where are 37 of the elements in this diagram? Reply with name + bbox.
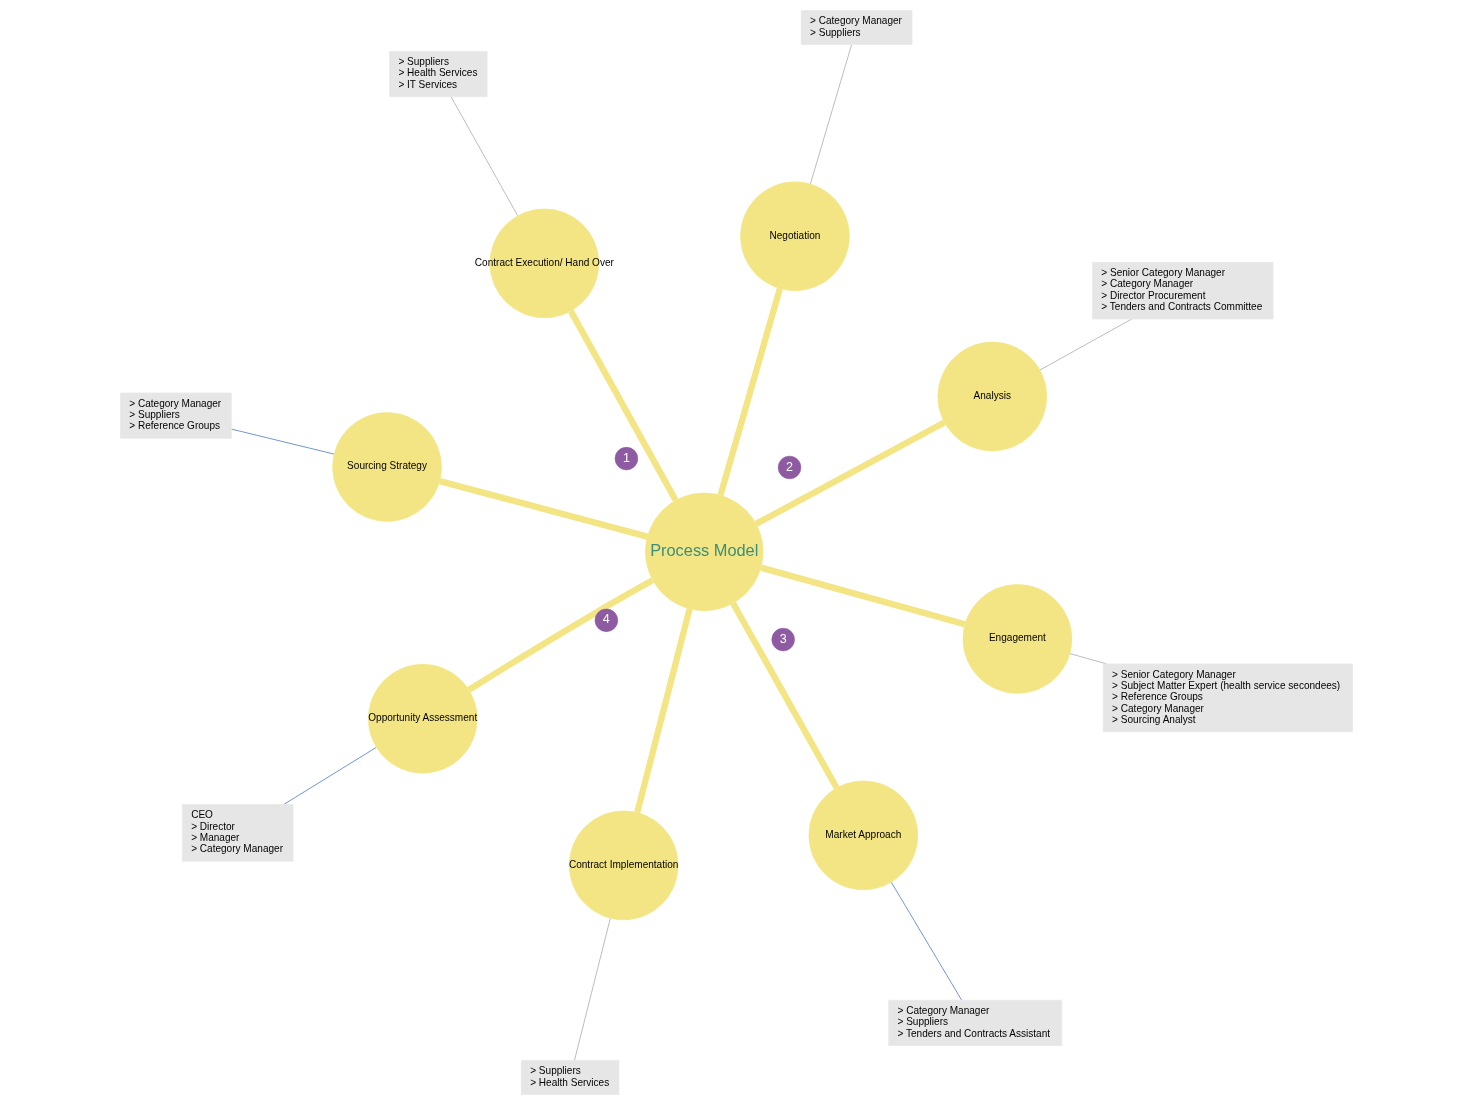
node-box: > Senior Category Manager > Category Manager > Director Procurement > Tenders and Contracts Committee — [1092, 262, 1274, 320]
node-box: > Category Manager > Suppliers — [800, 10, 913, 45]
connector — [283, 746, 377, 805]
node-label: Contract Execution/ Hand Over — [474, 256, 614, 268]
connector — [754, 419, 946, 527]
node-circle: Opportunity Assessment — [368, 663, 478, 774]
node-circle: Engagement — [962, 584, 1073, 694]
connector — [231, 428, 335, 455]
node-box: > Senior Category Manager > Subject Matter Expert (health service secondees) > Reference Groups > Category Manager > Sourcing Analyst — [1102, 663, 1353, 733]
node-box: > Suppliers > Health Services > IT Services — [389, 51, 488, 97]
node-circle: Process Model — [645, 492, 764, 611]
node-box: CEO > Director > Manager > Category Manager — [182, 804, 294, 862]
node-circle: Negotiation — [740, 181, 850, 291]
node-box: > Category Manager > Suppliers > Tenders and Contracts Assistant — [888, 999, 1063, 1046]
node-circle: Analysis — [937, 341, 1048, 452]
connector — [730, 601, 840, 790]
label: 1 — [622, 450, 630, 465]
node-circle: Market Approach — [808, 780, 919, 891]
connector — [438, 478, 649, 540]
node-circle: Sourcing Strategy — [332, 412, 442, 522]
connector — [450, 96, 519, 217]
connector — [634, 608, 693, 814]
connector — [568, 309, 679, 502]
connector — [890, 881, 962, 1001]
label: 2 — [786, 459, 794, 474]
connector — [1039, 318, 1133, 371]
node-box: > Suppliers > Health Services — [521, 1060, 620, 1095]
connector — [810, 44, 852, 185]
connector — [760, 564, 966, 628]
node-circle: Contract Implementation — [568, 810, 679, 921]
connector — [717, 287, 783, 497]
connector — [1069, 653, 1107, 665]
label: 4 — [602, 612, 610, 627]
node-box: > Category Manager > Suppliers > Reference Groups — [120, 392, 232, 439]
label: 3 — [779, 631, 787, 646]
connector — [574, 917, 611, 1061]
connector — [467, 577, 654, 693]
